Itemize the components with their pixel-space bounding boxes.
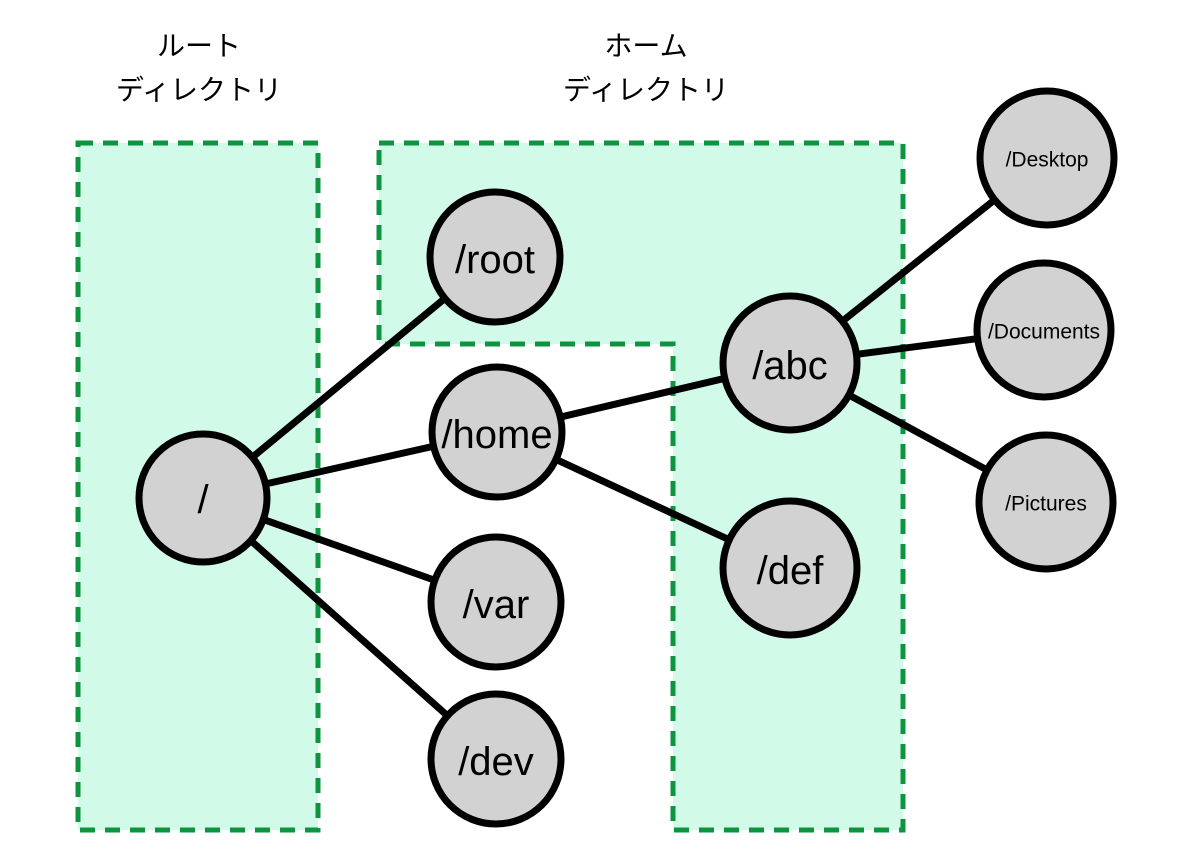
node-slash: / <box>135 430 271 566</box>
home-directory-title-line2: ディレクトリ <box>563 75 729 106</box>
node-abc: /abc <box>719 292 861 434</box>
node-desktop-label: /Desktop <box>1006 149 1089 172</box>
node-home-label: /home <box>441 413 552 457</box>
node-root-label: /root <box>455 238 535 282</box>
node-def-circle <box>719 497 861 639</box>
node-def: /def <box>719 497 861 639</box>
home-directory-title-line1: ホーム <box>604 31 687 62</box>
node-pictures-circle <box>975 431 1117 573</box>
node-dev: /dev <box>427 690 565 828</box>
node-documents-label: /Documents <box>988 321 1100 344</box>
node-documents: /Documents <box>973 259 1115 401</box>
node-var-circle <box>427 533 565 671</box>
node-documents-circle <box>973 259 1115 401</box>
node-slash-label: / <box>197 478 209 522</box>
node-root: /root <box>426 188 564 326</box>
node-desktop-circle <box>976 87 1118 229</box>
node-desktop: /Desktop <box>976 87 1118 229</box>
node-abc-label: /abc <box>752 344 828 388</box>
node-pictures-label: /Pictures <box>1005 493 1087 516</box>
node-var: /var <box>427 533 565 671</box>
node-slash-circle <box>135 430 271 566</box>
node-abc-circle <box>719 292 861 434</box>
node-home-circle <box>428 363 566 501</box>
node-home: /home <box>428 363 566 501</box>
node-def-label: /def <box>757 549 825 593</box>
root-directory-title-line2: ディレクトリ <box>116 75 282 106</box>
node-pictures: /Pictures <box>975 431 1117 573</box>
node-dev-label: /dev <box>458 740 534 784</box>
node-dev-circle <box>427 690 565 828</box>
node-root-circle <box>426 188 564 326</box>
node-var-label: /var <box>463 583 530 627</box>
root-directory-title-line1: ルート <box>157 31 241 62</box>
